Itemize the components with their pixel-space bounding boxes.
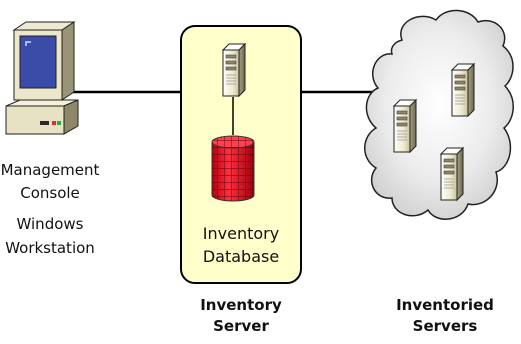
server-tower-icon <box>393 99 417 153</box>
inventory-server-caption-1: Inventory <box>200 296 282 314</box>
inventoried-servers-cloud <box>364 9 514 220</box>
database-label-1: Inventory <box>202 224 280 243</box>
server-tower-icon <box>440 147 464 201</box>
console-label-2: Console <box>20 184 80 202</box>
computer-workstation-icon <box>5 21 79 135</box>
inventory-server-caption-2: Server <box>213 317 269 335</box>
inventory-server-box <box>180 25 302 284</box>
database-cylinder-icon <box>211 135 255 202</box>
server-tower-icon <box>451 63 475 117</box>
server-tower-icon <box>222 43 246 97</box>
inventoried-servers-caption-1: Inventoried <box>396 296 494 314</box>
console-label-4: Workstation <box>5 239 95 257</box>
console-label-1: Management <box>0 161 100 179</box>
inventoried-servers-caption-2: Servers <box>412 317 478 335</box>
database-label-2: Database <box>202 247 280 266</box>
console-label-3: Windows <box>16 215 84 233</box>
